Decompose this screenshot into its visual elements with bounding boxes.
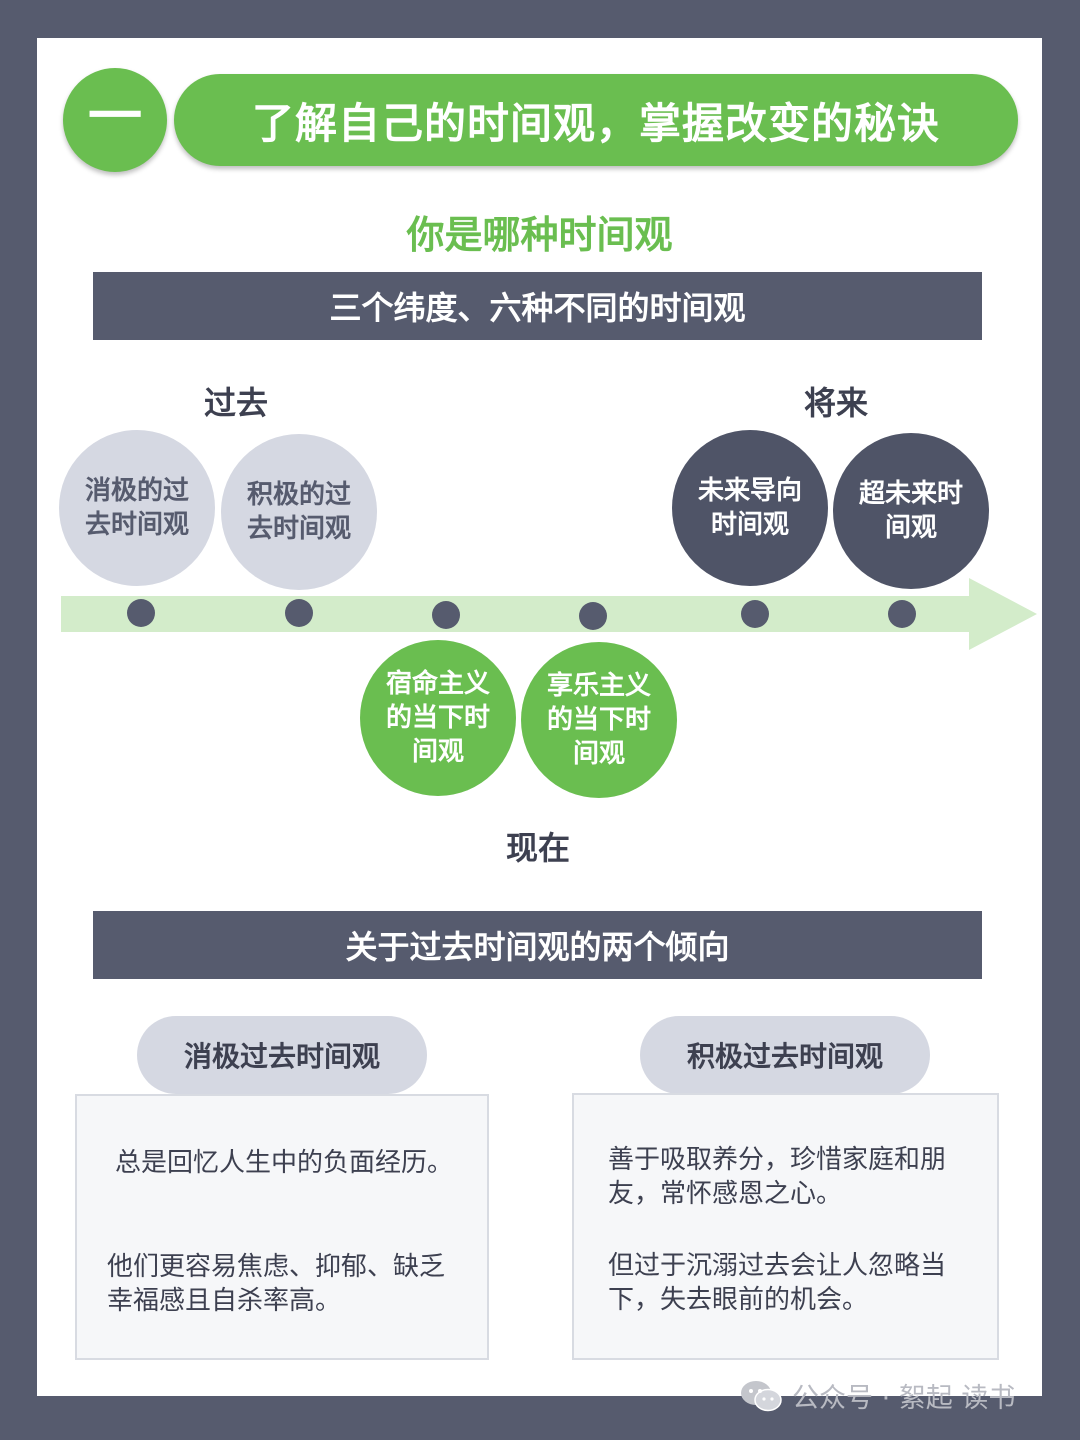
circle-fatalistic-present-label: 宿命主义的当下时间观	[385, 669, 490, 767]
page-title: 了解自己的时间观，掌握改变的秘诀	[251, 98, 940, 148]
circle-hedonistic-present-label: 享乐主义的当下时间观	[546, 671, 651, 769]
wechat-icon	[741, 1380, 782, 1411]
negative-past-paragraph: 他们更容易焦虑、抑郁、缺乏幸福感且自杀率高。	[107, 1252, 446, 1316]
timeline-dot	[888, 600, 916, 628]
negative-past-paragraph: 总是回忆人生中的负面经历。	[115, 1148, 454, 1178]
circle-positive-past: 积极的过去时间观	[221, 434, 377, 590]
watermark-text: 公众号 · 絮起 读书	[792, 1383, 1016, 1414]
section-number-badge: 一	[63, 68, 167, 172]
positive-past-paragraph: 但过于沉溺过去会让人忽略当下，失去眼前的机会。	[608, 1251, 947, 1315]
label-future: 将来	[804, 384, 869, 422]
circle-hedonistic-present: 享乐主义的当下时间观	[521, 642, 677, 798]
timeline-dot	[579, 602, 607, 630]
circle-negative-past: 消极的过去时间观	[59, 430, 215, 586]
positive-past-box: 善于吸取养分，珍惜家庭和朋友，常怀感恩之心。 但过于沉溺过去会让人忽略当下，失去…	[572, 1093, 999, 1360]
negative-past-pill: 消极过去时间观	[137, 1016, 427, 1094]
positive-past-title: 积极过去时间观	[686, 1040, 883, 1073]
circle-future-oriented: 未来导向时间观	[672, 430, 828, 586]
positive-past-pill: 积极过去时间观	[640, 1016, 930, 1094]
section1-bar: 三个纬度、六种不同的时间观	[93, 272, 982, 340]
circle-negative-past-label: 消极的过去时间观	[84, 476, 189, 540]
label-present: 现在	[506, 829, 571, 867]
section2-title: 关于过去时间观的两个倾向	[345, 928, 730, 966]
positive-past-paragraph: 善于吸取养分，珍惜家庭和朋友，常怀感恩之心。	[608, 1145, 947, 1209]
circle-positive-past-label: 积极的过去时间观	[246, 480, 351, 544]
timeline-dot	[127, 599, 155, 627]
circle-transcendental-future: 超未来时间观	[833, 433, 989, 589]
timeline-dot	[285, 599, 313, 627]
circle-transcendental-future-label: 超未来时间观	[858, 479, 963, 543]
subtitle: 你是哪种时间观	[406, 213, 673, 257]
circle-future-oriented-label: 未来导向时间观	[697, 476, 802, 540]
infographic-card: 一 了解自己的时间观，掌握改变的秘诀 你是哪种时间观 三个纬度、六种不同的时间观…	[37, 38, 1042, 1396]
section1-title: 三个纬度、六种不同的时间观	[329, 289, 746, 327]
section-number: 一	[88, 85, 142, 148]
timeline-arrow	[61, 578, 1037, 650]
section2-bar: 关于过去时间观的两个倾向	[93, 911, 982, 979]
negative-past-box: 总是回忆人生中的负面经历。 他们更容易焦虑、抑郁、缺乏幸福感且自杀率高。	[75, 1094, 489, 1360]
timeline-dot	[432, 601, 460, 629]
header-title-pill: 了解自己的时间观，掌握改变的秘诀	[174, 74, 1018, 166]
label-past: 过去	[204, 384, 269, 422]
circle-fatalistic-present: 宿命主义的当下时间观	[360, 640, 516, 796]
negative-past-title: 消极过去时间观	[183, 1040, 380, 1073]
timeline-dot	[741, 600, 769, 628]
watermark: 公众号 · 絮起 读书	[740, 1376, 1015, 1415]
